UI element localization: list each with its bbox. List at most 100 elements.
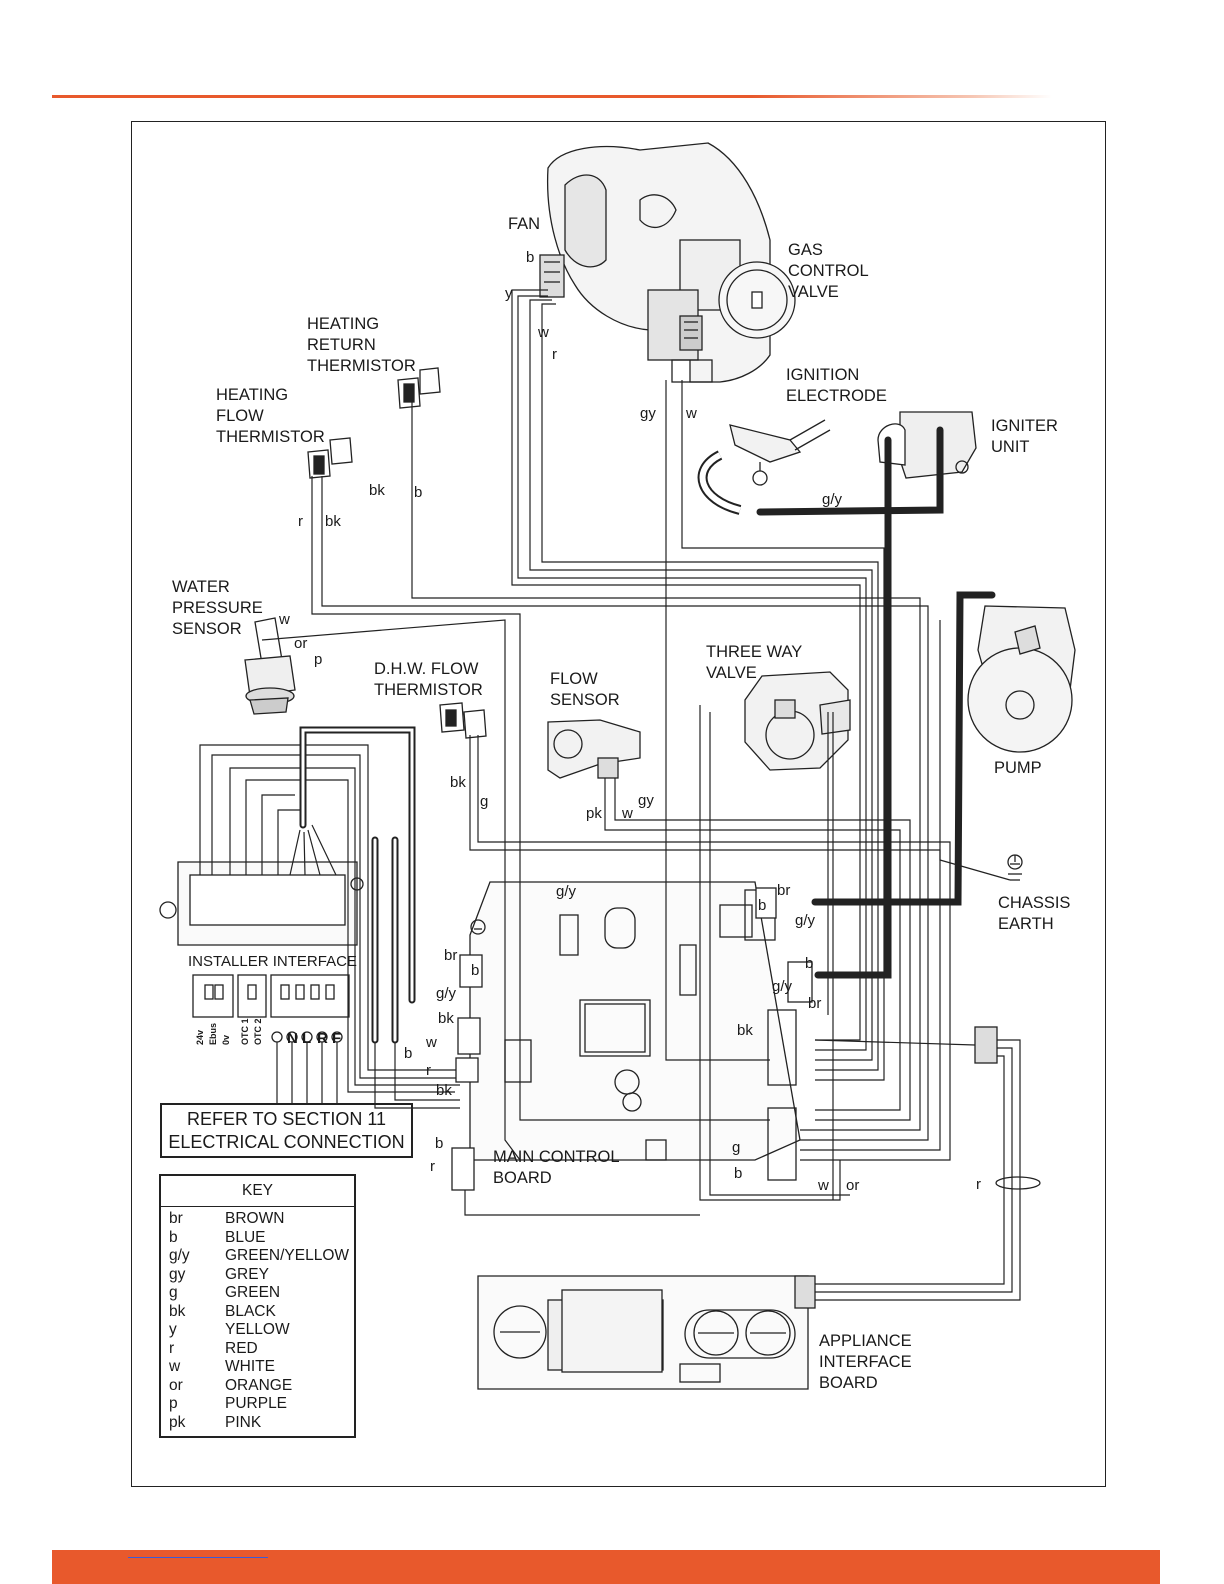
- wire-tag: w: [817, 1177, 829, 1194]
- three-way-valve-drawing: [744, 671, 851, 771]
- component-labels: FAN GAS CONTROL VALVE HEATING RETURN THE…: [172, 215, 1070, 1392]
- wire-tag: b: [471, 962, 479, 979]
- wire-tag: b: [758, 897, 766, 914]
- label-dhw-flow-thermistor-2: THERMISTOR: [374, 681, 483, 699]
- wire-tag: or: [294, 635, 307, 652]
- wire-tag: or: [846, 1177, 859, 1194]
- wire-tag: gy: [638, 792, 654, 809]
- wire-tag: bk: [436, 1082, 452, 1099]
- wire-tag: bk: [369, 482, 385, 499]
- label-main-control-board-1: MAIN CONTROL: [493, 1148, 620, 1166]
- refer-line-2: ELECTRICAL CONNECTION: [168, 1132, 405, 1152]
- wire-tag: b: [435, 1135, 443, 1152]
- wire-tag: w: [537, 324, 549, 341]
- label-three-way-valve-1: THREE WAY: [706, 643, 802, 661]
- terminal-otc1: OTC 1: [240, 1018, 250, 1045]
- label-heating-flow-thermistor-3: THERMISTOR: [216, 428, 325, 446]
- terminal-otc2: OTC 2: [253, 1018, 263, 1045]
- wire-tag: g: [480, 793, 488, 810]
- label-installer-interface: INSTALLER INTERFACE: [188, 953, 357, 970]
- refer-section-box: REFER TO SECTION 11 ELECTRICAL CONNECTIO…: [160, 1103, 413, 1158]
- label-flow-sensor-2: SENSOR: [550, 691, 620, 709]
- label-chassis-earth-2: EARTH: [998, 915, 1054, 933]
- label-heating-return-thermistor-1: HEATING: [307, 315, 379, 333]
- water-pressure-sensor-drawing: [244, 617, 296, 715]
- wire-tag: r: [298, 513, 303, 530]
- key-title: KEY: [161, 1176, 354, 1207]
- terminal-l: L: [302, 1030, 311, 1047]
- label-appliance-interface-board-1: APPLIANCE: [819, 1332, 912, 1350]
- wire-tag: b: [404, 1045, 412, 1062]
- label-igniter-unit-1: IGNITER: [991, 417, 1058, 435]
- label-heating-flow-thermistor-2: FLOW: [216, 407, 264, 425]
- label-gas-control-valve-3: VALVE: [788, 283, 839, 301]
- footer-link-underline[interactable]: [128, 1557, 268, 1558]
- label-three-way-valve-2: VALVE: [706, 664, 757, 682]
- label-water-pressure-sensor-3: SENSOR: [172, 620, 242, 638]
- label-main-control-board-2: BOARD: [493, 1169, 552, 1187]
- igniter-unit-drawing: [877, 411, 977, 479]
- label-gas-control-valve-1: GAS: [788, 241, 823, 259]
- footer-bar: [52, 1550, 1160, 1584]
- ignition-electrode-drawing: [697, 419, 831, 515]
- terminal-ebus: Ebus: [208, 1023, 218, 1045]
- wire-tag: g/y: [556, 883, 577, 900]
- diagram-frame: [131, 121, 1106, 1487]
- refer-line-1: REFER TO SECTION 11: [186, 1109, 387, 1129]
- header-rule: [52, 95, 1052, 98]
- terminal-f: F: [332, 1030, 341, 1047]
- label-heating-flow-thermistor-1: HEATING: [216, 386, 288, 404]
- wire-tag: w: [278, 611, 290, 628]
- wire-tag: b: [526, 249, 534, 266]
- label-fan: FAN: [508, 215, 540, 233]
- pump-drawing: [967, 605, 1076, 753]
- wire-tag: b: [414, 484, 422, 501]
- wire-tag: r: [552, 346, 557, 363]
- wire-tag: bk: [325, 513, 341, 530]
- installer-interface-drawing: [159, 861, 364, 1043]
- wire-tag: bk: [438, 1010, 454, 1027]
- wire-tag: g/y: [436, 985, 457, 1002]
- label-dhw-flow-thermistor-1: D.H.W. FLOW: [374, 660, 479, 678]
- label-water-pressure-sensor-1: WATER: [172, 578, 230, 596]
- label-heating-return-thermistor-2: RETURN: [307, 336, 376, 354]
- wire-tag: pk: [586, 805, 602, 822]
- wire-tag: b: [734, 1165, 742, 1182]
- wire-tag: y: [505, 285, 513, 302]
- installer-terminal-labels: 24v Ebus 0v OTC 1 OTC 2: [195, 1018, 263, 1045]
- flow-sensor-drawing: [547, 719, 641, 779]
- terminal-0v: 0v: [221, 1035, 231, 1045]
- board-connectors: [451, 887, 813, 1191]
- label-appliance-interface-board-3: BOARD: [819, 1374, 878, 1392]
- dhw-flow-thermistor-drawing: [439, 702, 487, 739]
- label-chassis-earth-1: CHASSIS: [998, 894, 1070, 912]
- label-igniter-unit-2: UNIT: [991, 438, 1030, 456]
- terminal-n: N: [287, 1030, 298, 1047]
- wire-tag: g/y: [822, 491, 843, 508]
- heating-flow-thermistor-drawing: [307, 437, 353, 479]
- wire-tag: br: [777, 882, 790, 899]
- label-pump: PUMP: [994, 759, 1042, 777]
- wire-tag: w: [621, 805, 633, 822]
- appliance-interface-board-drawing: [477, 1026, 998, 1390]
- fan-assembly-drawing: [539, 142, 771, 383]
- mains-terminal-labels: N L R F: [287, 1030, 341, 1047]
- gas-control-valve-drawing: [647, 239, 796, 383]
- wire-tag: r: [426, 1062, 431, 1079]
- wire-tag: r: [430, 1158, 435, 1175]
- wire-tag: r: [976, 1176, 981, 1193]
- wire-tag: g/y: [772, 978, 793, 995]
- label-ignition-electrode-2: ELECTRODE: [786, 387, 887, 405]
- wire-tag: br: [808, 995, 821, 1012]
- terminal-24v: 24v: [195, 1030, 205, 1045]
